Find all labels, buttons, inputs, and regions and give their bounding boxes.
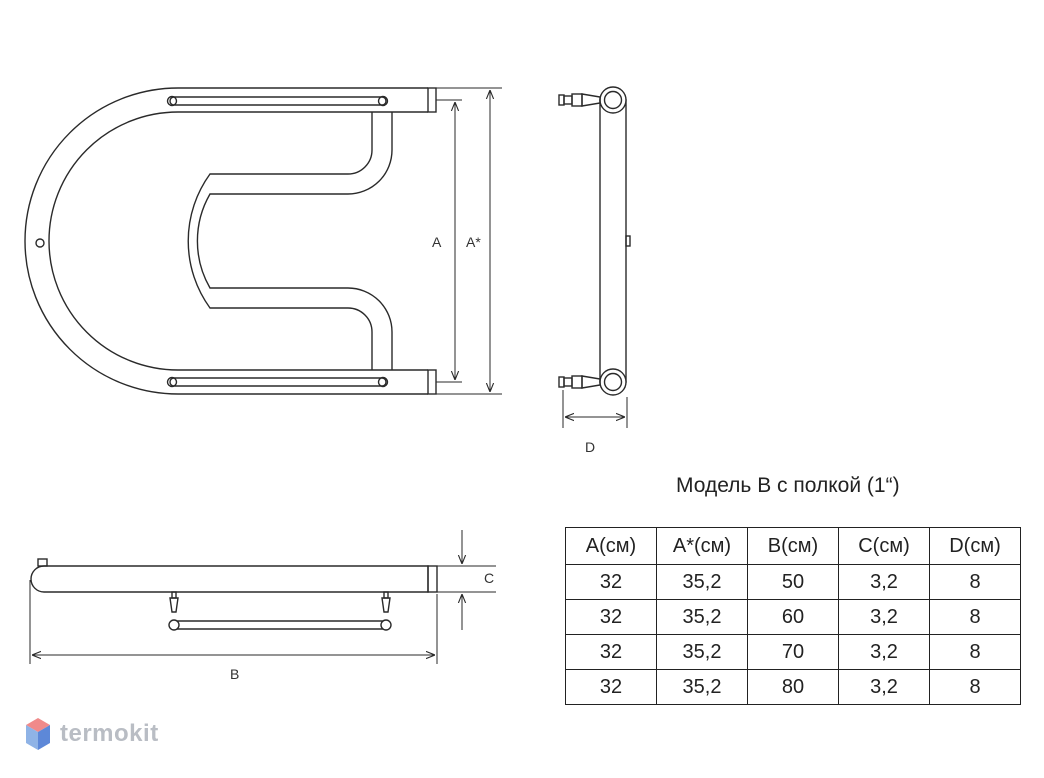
table-row: 32 35,2 60 3,2 8 <box>565 599 1021 635</box>
top-shelf-bar <box>169 96 387 106</box>
cell-a-star: 35,2 <box>656 564 748 600</box>
cell-a-star: 35,2 <box>656 634 748 670</box>
cell-c: 3,2 <box>838 634 930 670</box>
bottom-end-cap <box>427 369 437 395</box>
top-end-cap <box>427 87 437 113</box>
dimension-label-d: D <box>585 439 596 455</box>
cell-b: 50 <box>747 564 839 600</box>
bottom-shelf-bar <box>169 377 387 387</box>
table-row: 32 35,2 80 3,2 8 <box>565 669 1021 705</box>
cell-c: 3,2 <box>838 669 930 705</box>
cell-c: 3,2 <box>838 564 930 600</box>
top-view-shelf <box>169 620 391 630</box>
cell-b: 60 <box>747 599 839 635</box>
cell-c: 3,2 <box>838 599 930 635</box>
dimensions-table: A(см) A*(см) B(см) C(см) D(см) 32 35,2 5… <box>565 527 1021 705</box>
outer-tube-inner-edge <box>48 111 428 371</box>
dimension-label-b: B <box>230 666 240 682</box>
inner-tube-outer-edge <box>196 112 393 370</box>
header-d: D(см) <box>929 527 1021 565</box>
table-title: Модель В с полкой (1“) <box>676 474 900 497</box>
cell-d: 8 <box>929 599 1021 635</box>
cell-b: 80 <box>747 669 839 705</box>
side-dimension <box>562 390 628 428</box>
header-c: C(см) <box>838 527 930 565</box>
side-tube <box>599 99 627 383</box>
cell-a-star: 35,2 <box>656 599 748 635</box>
header-b: B(см) <box>747 527 839 565</box>
top-view <box>30 558 438 631</box>
cell-b: 70 <box>747 634 839 670</box>
table-header-row: A(см) A*(см) B(см) C(см) D(см) <box>565 527 1021 565</box>
logo-cube-icon <box>26 718 50 750</box>
cell-a: 32 <box>565 599 657 635</box>
cell-d: 8 <box>929 634 1021 670</box>
dimension-label-a-star: A* <box>466 234 481 250</box>
header-a: A(см) <box>565 527 657 565</box>
dimension-label-c: C <box>484 570 495 586</box>
cell-a-star: 35,2 <box>656 669 748 705</box>
table-row: 32 35,2 70 3,2 8 <box>565 634 1021 670</box>
mount-hole <box>35 238 45 248</box>
cell-a: 32 <box>565 634 657 670</box>
top-tube <box>30 565 429 593</box>
cell-a: 32 <box>565 564 657 600</box>
top-view-dimensions <box>29 530 496 664</box>
cell-d: 8 <box>929 564 1021 600</box>
header-a-star: A*(см) <box>656 527 748 565</box>
table-row: 32 35,2 50 3,2 8 <box>565 564 1021 600</box>
front-view <box>24 87 437 395</box>
inner-tube-inner-edge <box>187 112 373 370</box>
logo-text: termokit <box>60 720 159 747</box>
front-dimensions <box>436 87 502 395</box>
cell-d: 8 <box>929 669 1021 705</box>
outer-tube <box>24 87 428 395</box>
termokit-logo: termokit <box>24 714 159 754</box>
side-view <box>558 86 631 396</box>
cell-a: 32 <box>565 669 657 705</box>
dimension-label-a: A <box>432 234 442 250</box>
